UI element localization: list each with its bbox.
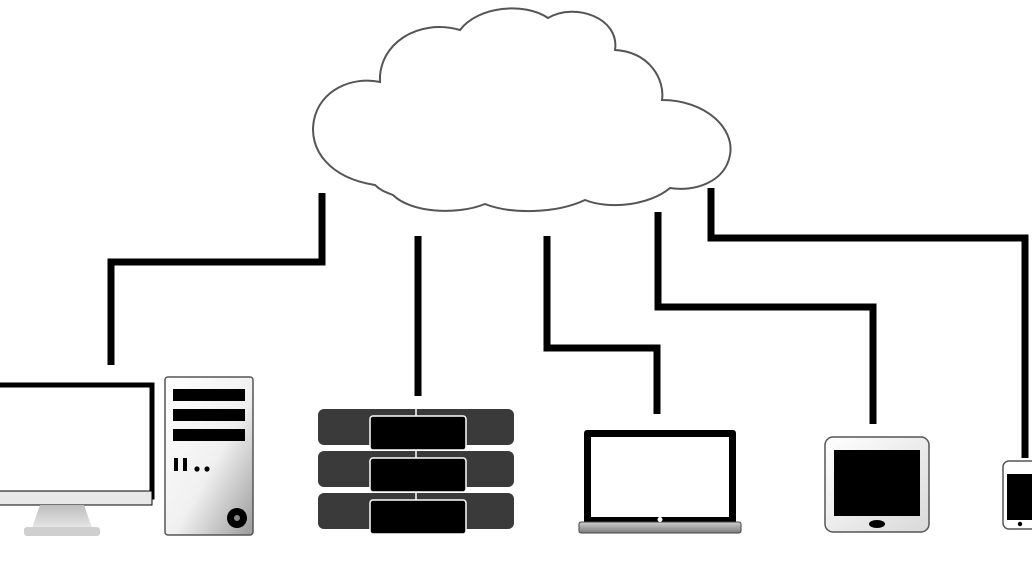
link-cloud-tablet	[654, 212, 877, 424]
laptop-icon	[578, 430, 742, 534]
link-cloud-laptop	[543, 236, 661, 414]
cloud-icon	[312, 7, 732, 213]
smartphone-icon	[1002, 460, 1032, 530]
link-cloud-desktop	[107, 193, 326, 365]
server-rack-icon	[318, 409, 514, 535]
tablet-icon	[824, 436, 930, 533]
connection-lines	[107, 188, 1029, 458]
pc-tower-icon	[164, 376, 254, 536]
desktop-monitor-icon	[0, 382, 155, 536]
link-cloud-phone	[707, 188, 1029, 458]
